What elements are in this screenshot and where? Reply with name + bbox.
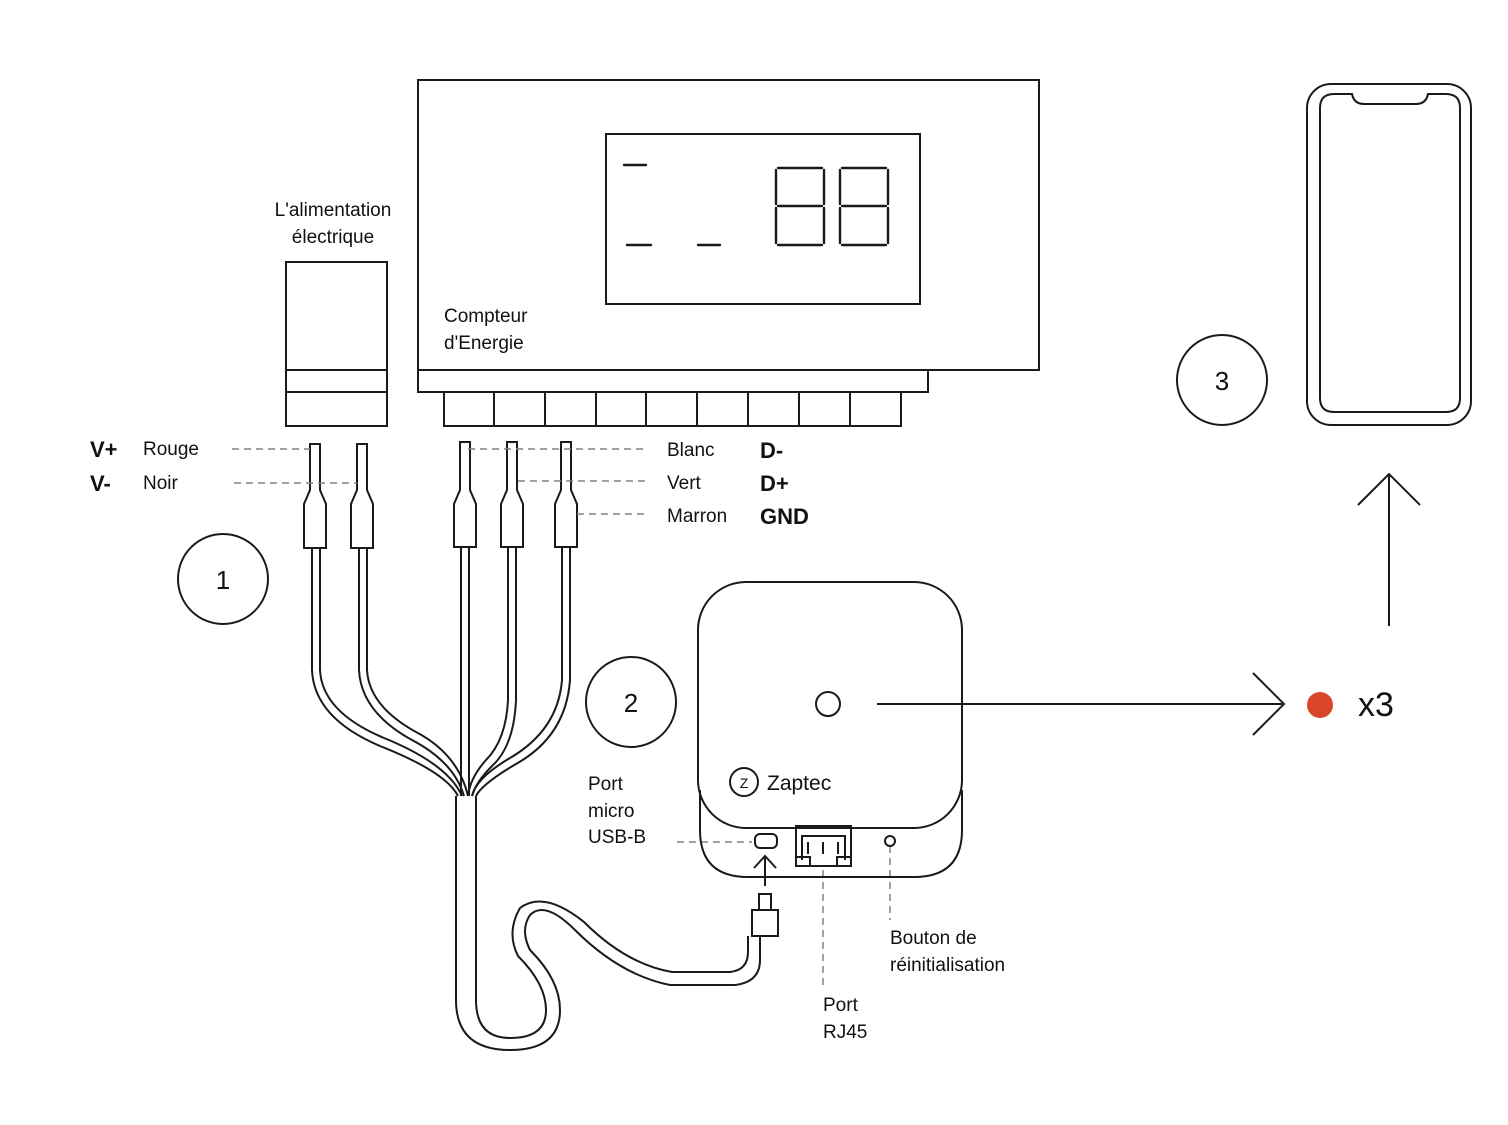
- rj45-label: Port RJ45: [823, 995, 867, 1043]
- ferrule-dplus: [500, 441, 524, 548]
- signal-gnd: GND: [760, 504, 809, 529]
- step-3: 3: [1176, 334, 1268, 426]
- device-lower-housing: [699, 790, 963, 878]
- device-status-led: [815, 691, 841, 717]
- wire-labels-left: V+ Rouge V- Noir: [90, 437, 199, 496]
- ferrule-vplus: [303, 443, 327, 549]
- zaptec-brand: Zaptec: [767, 772, 831, 795]
- energy-meter-label-line1: Compteur: [444, 306, 528, 327]
- step-1-number: 1: [216, 565, 230, 595]
- reset-label-line2: réinitialisation: [890, 955, 1005, 976]
- reset-button: [884, 835, 896, 847]
- wire-labels-right: Blanc D- Vert D+ Marron GND: [667, 438, 809, 529]
- zaptec-logo-icon: [729, 767, 759, 797]
- energy-meter-display: [605, 133, 921, 305]
- wire-color-noir: Noir: [143, 473, 179, 494]
- power-supply-body: [285, 261, 388, 427]
- ferrule-vminus: [350, 443, 374, 549]
- usb-label-line1: Port: [588, 774, 624, 795]
- indicator-blink: x3: [1307, 686, 1394, 724]
- energy-meter-base: [417, 369, 929, 393]
- micro-usb-port: [754, 833, 778, 849]
- power-supply-label-line1: L'alimentation: [275, 200, 392, 221]
- signal-dplus: D+: [760, 471, 789, 496]
- ferrule-dminus: [453, 441, 477, 548]
- power-supply: L'alimentation électrique: [275, 200, 392, 427]
- zaptec-device: Z Zaptec: [697, 581, 963, 878]
- rj45-port: [795, 825, 852, 867]
- wire-color-rouge: Rouge: [143, 439, 199, 460]
- rj45-label-line2: RJ45: [823, 1022, 867, 1043]
- wire-color-blanc: Blanc: [667, 440, 715, 461]
- arrow-to-indicator: [877, 672, 1286, 736]
- reset-label: Bouton de réinitialisation: [890, 928, 1005, 976]
- energy-meter-label-line2: d'Energie: [444, 333, 524, 354]
- signal-dminus: D-: [760, 438, 783, 463]
- step-1: 1: [177, 533, 269, 625]
- meter-terminal-block: [443, 391, 902, 427]
- zaptec-logo-letter: Z: [740, 775, 749, 791]
- meter-display-digits: [622, 163, 890, 247]
- usb-label-line3: USB-B: [588, 827, 646, 848]
- smartphone: [1306, 83, 1472, 426]
- energy-meter: Compteur d'Energie: [417, 79, 1040, 427]
- step-3-number: 3: [1215, 366, 1229, 396]
- usb-port-label: Port micro USB-B: [588, 774, 646, 848]
- red-led-dot: [1307, 692, 1333, 718]
- ferrule-gnd: [554, 441, 578, 548]
- reset-label-line1: Bouton de: [890, 928, 977, 949]
- rj45-label-line1: Port: [823, 995, 859, 1016]
- phone-body: [1306, 83, 1472, 426]
- step-2-number: 2: [624, 688, 638, 718]
- wire-color-vert: Vert: [667, 473, 702, 494]
- cable-bundle: [311, 547, 779, 1052]
- dashed-leaders: [232, 448, 891, 990]
- signal-vminus: V-: [90, 471, 111, 496]
- step-2: 2: [585, 656, 677, 748]
- wire-ferrules: [303, 441, 578, 549]
- wire-color-marron: Marron: [667, 506, 727, 527]
- phone-screen: [1319, 93, 1461, 413]
- blink-count: x3: [1358, 686, 1394, 724]
- signal-vplus: V+: [90, 437, 118, 462]
- power-supply-label-line2: électrique: [292, 227, 374, 248]
- usb-label-line2: micro: [588, 801, 634, 822]
- arrow-to-phone: [1357, 472, 1421, 626]
